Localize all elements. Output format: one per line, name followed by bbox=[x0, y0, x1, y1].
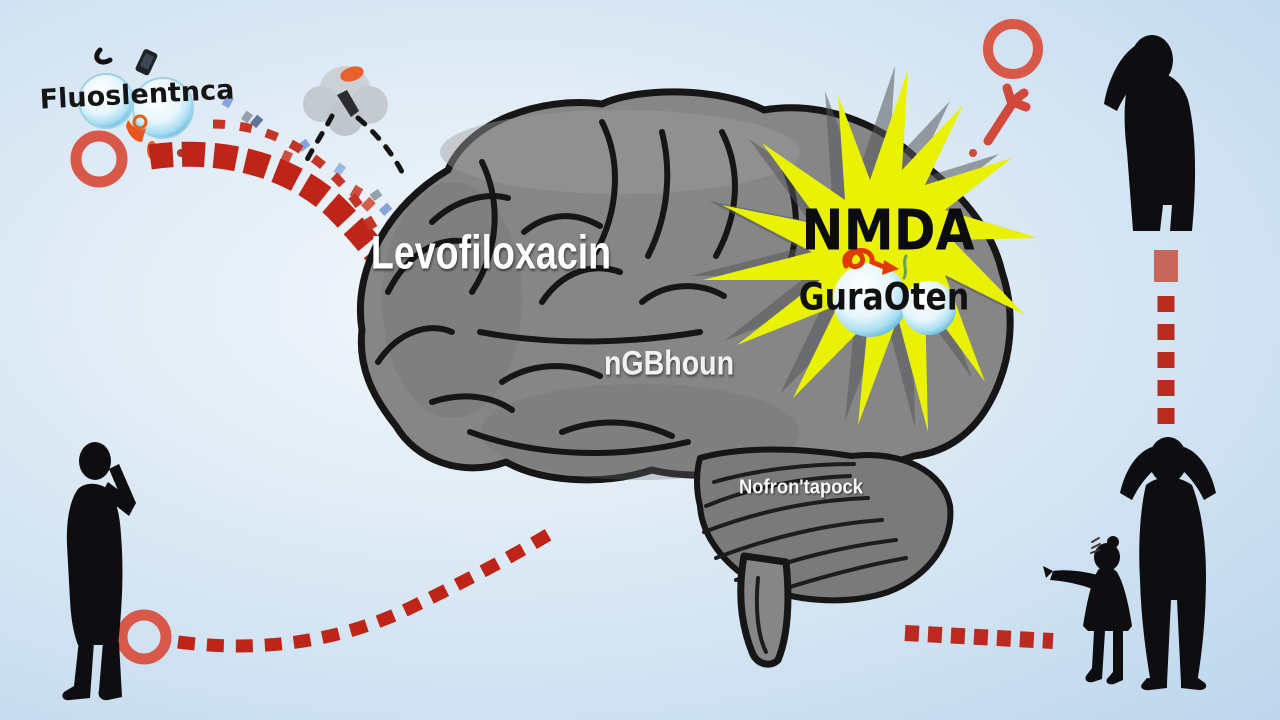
drug-name-label: Levofiloxacin bbox=[370, 225, 612, 279]
nmda-starburst bbox=[690, 66, 1038, 432]
relapse-route bbox=[116, 524, 560, 665]
person-headache-left-silhouette bbox=[62, 442, 136, 701]
cerebellum-striations bbox=[702, 462, 908, 598]
warning-ring-icon bbox=[983, 19, 1043, 79]
alert-marks bbox=[969, 19, 1043, 157]
burst-title-label: NMDA bbox=[801, 198, 975, 264]
person-headache-top-right-silhouette bbox=[1104, 35, 1196, 231]
child-silhouette bbox=[1043, 536, 1132, 685]
red-scribble-icon bbox=[842, 248, 887, 270]
alert-fork-icon bbox=[983, 83, 1031, 146]
person-distressed-right-silhouette bbox=[1120, 437, 1216, 691]
symptom-link-bottom-right bbox=[904, 625, 1054, 649]
burst-subtitle-label: GuraOten bbox=[798, 275, 970, 319]
cerebellum-label: Nofron'tapock bbox=[739, 476, 863, 499]
brain-center-label: nGBhoun bbox=[603, 344, 735, 383]
warning-ring-icon bbox=[70, 130, 128, 188]
sulci-lines bbox=[375, 119, 799, 456]
bubble-right bbox=[902, 281, 956, 335]
receptor-blob-icon bbox=[300, 66, 409, 183]
brainstem bbox=[737, 552, 792, 668]
phone-icon bbox=[135, 49, 158, 76]
capsule-bubbles-icon bbox=[78, 47, 194, 159]
warning-ring-icon bbox=[116, 609, 172, 665]
bubble-left bbox=[833, 263, 907, 337]
symptom-link-right bbox=[1154, 250, 1178, 428]
